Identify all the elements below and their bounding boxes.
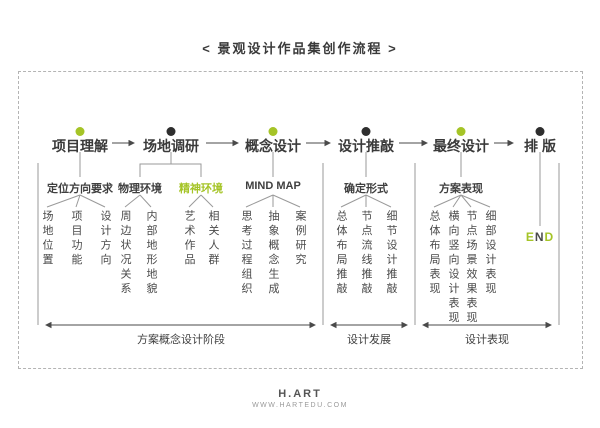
sub-label-spiritual-env: 精神环境 [179,183,223,195]
brand-url: WWW.HARTEDU.COM [252,402,348,409]
item-related-people: 相关人群 [207,210,219,268]
item-overall-layout-express: 总体布局表现 [428,210,440,297]
stage-label-project: 项目理解 [52,138,108,154]
sub-label-physical-env: 物理环境 [118,183,162,195]
sub-label-mind-map: MIND MAP [245,180,301,192]
item-overall-layout-refine: 总体布局推敲 [335,210,347,297]
stage-dot-final [456,127,466,136]
item-surroundings: 周边状况关系 [119,210,131,297]
phase-label-concept-stage: 方案概念设计阶段 [137,334,225,346]
item-detail-express: 细部设计表现 [484,210,496,297]
stage-dot-concept [268,127,278,136]
diagram-dashed-frame [18,71,583,369]
stage-label-layout: 排 版 [524,138,556,154]
item-plan-section-express: 横向竖向设计表现 [447,210,459,326]
stage-dot-site [166,127,176,136]
item-site-location: 场地位置 [41,210,53,268]
item-design-direction: 设计方向 [99,210,111,268]
item-node-circulation: 节点流线推敲 [360,210,372,297]
item-artworks: 艺术作品 [183,210,195,268]
item-detail-refine: 细节设计推敲 [385,210,397,297]
item-topography: 内部地形地貌 [145,210,157,297]
stage-dot-project [75,127,85,136]
stage-label-final: 最终设计 [433,138,489,154]
brand-logo: H.ART [278,388,322,400]
phase-label-design-expression: 设计表现 [465,334,509,346]
end-letter: N [534,230,545,244]
end-marker: END [526,230,554,244]
end-letter: E [525,230,535,244]
item-abstract-concept: 抽象概念生成 [267,210,279,297]
stage-label-refine: 设计推敲 [338,138,394,154]
end-letter: D [544,230,555,244]
stage-label-site: 场地调研 [143,138,199,154]
page-title: < 景观设计作品集创作流程 > [202,41,398,56]
item-project-function: 项目功能 [70,210,82,268]
phase-label-design-development: 设计发展 [347,334,391,346]
item-case-study: 案例研究 [294,210,306,268]
stage-dot-refine [361,127,371,136]
sub-label-form: 确定形式 [344,183,388,195]
sub-label-positioning: 定位方向要求 [47,183,113,195]
sub-label-presentation: 方案表现 [439,183,483,195]
item-thinking-process: 思考过程组织 [240,210,252,297]
stage-label-concept: 概念设计 [245,138,301,154]
item-node-scene-express: 节点场景效果表现 [465,210,477,326]
stage-dot-layout [535,127,545,136]
